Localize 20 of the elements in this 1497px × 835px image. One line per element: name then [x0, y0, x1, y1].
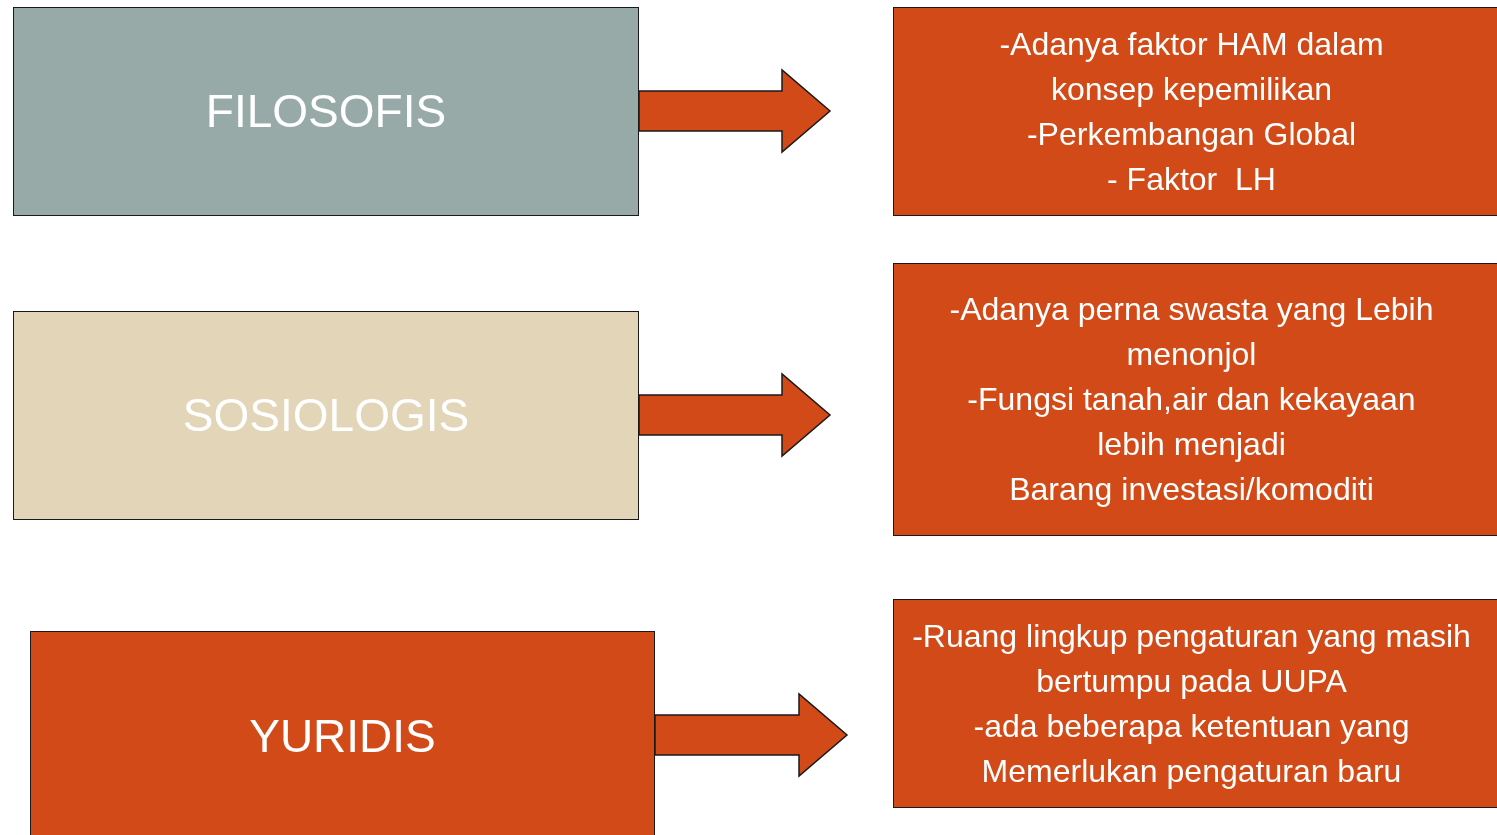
description-box [893, 599, 1497, 808]
category-label: YURIDIS [249, 710, 436, 762]
description-text: -Perkembangan Global [1026, 114, 1357, 154]
block-arrow [654, 692, 849, 778]
category-box [30, 631, 655, 835]
description-text: -ada beberapa ketentuan yang Memerlukan pengaturan baru [972, 706, 1411, 791]
category-label: FILOSOFIS [205, 86, 447, 137]
description-text: - Faktor LH [1107, 159, 1276, 199]
block-arrow [638, 68, 832, 154]
description-box [893, 263, 1497, 536]
description-box [893, 7, 1497, 216]
description-text: -Ruang lingkup pengaturan yang masih bertumpu pada UUPA [911, 616, 1472, 701]
category-box [13, 7, 639, 216]
category-box [13, 311, 639, 520]
description-text: -Adanya faktor HAM dalam konsep kepemilikan [998, 24, 1385, 109]
description-text: -Fungsi tanah,air dan kekayaan lebih menjadi [966, 380, 1417, 464]
block-arrow [638, 372, 832, 458]
description-text: Barang investasi/komoditi [1009, 470, 1374, 509]
description-text: -Adanya perna swasta yang Lebih menonjol [948, 290, 1435, 374]
category-label: SOSIOLOGIS [182, 390, 470, 441]
